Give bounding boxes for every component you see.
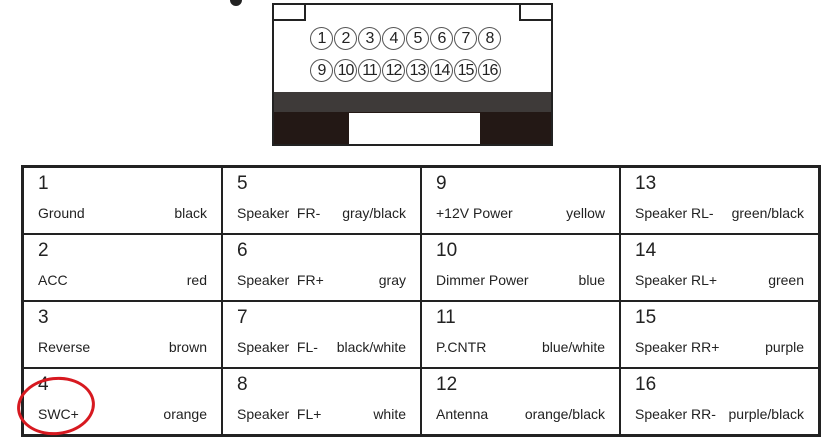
pin-number: 14 <box>635 240 657 261</box>
pin-circle: 16 <box>478 59 501 82</box>
wire-color: blue <box>578 272 605 288</box>
pin-function: Speaker FL+ <box>237 406 322 422</box>
pin-circle: 10 <box>334 59 357 82</box>
pin-function: Reverse <box>38 339 91 355</box>
pin-circle: 14 <box>430 59 453 82</box>
pin-cell: 10 Dimmer Power blue <box>421 234 620 301</box>
pin-number: 9 <box>436 173 447 194</box>
partial-mark <box>230 0 242 6</box>
pin-circle: 13 <box>406 59 429 82</box>
pin-function: SWC+ <box>38 406 79 422</box>
pin-function: Speaker RL- <box>635 205 714 221</box>
pin-circle: 5 <box>406 27 429 50</box>
connector-notch-right <box>519 3 553 21</box>
wire-color: purple/black <box>728 406 805 422</box>
pin-function: Speaker RL+ <box>635 272 718 288</box>
pin-circle: 15 <box>454 59 477 82</box>
pin-cell: 1 Ground black <box>23 167 222 234</box>
pin-cell: 9 +12V Power yellow <box>421 167 620 234</box>
pin-cell: 5 Speaker FR- gray/black <box>222 167 421 234</box>
pin-function: P.CNTR <box>436 339 487 355</box>
pin-function: Speaker RR- <box>635 406 716 422</box>
wire-color: black <box>174 205 207 221</box>
wire-color: purple <box>765 339 804 355</box>
pin-function: Speaker FR+ <box>237 272 324 288</box>
pin-cell: 13 Speaker RL- green/black <box>620 167 819 234</box>
pin-circle: 3 <box>358 27 381 50</box>
wire-color: green/black <box>731 205 804 221</box>
pin-function: Speaker FL- <box>237 339 318 355</box>
pin-number: 10 <box>436 240 458 261</box>
pin-number: 3 <box>38 307 49 328</box>
pin-circle: 12 <box>382 59 405 82</box>
pin-cell: 11 P.CNTR blue/white <box>421 301 620 368</box>
pin-cell: 3 Reverse brown <box>23 301 222 368</box>
pin-cell: 6 Speaker FR+ gray <box>222 234 421 301</box>
pin-function: Ground <box>38 205 85 221</box>
wire-color: yellow <box>566 205 605 221</box>
pin-circle: 9 <box>310 59 333 82</box>
pin-function: Speaker RR+ <box>635 339 720 355</box>
wire-color: blue/white <box>541 339 605 355</box>
connector-band <box>274 92 551 112</box>
pin-number: 8 <box>237 374 248 395</box>
pin-cell: 14 Speaker RL+ green <box>620 234 819 301</box>
pin-number: 1 <box>38 173 49 194</box>
connector-slot <box>349 113 480 144</box>
pin-circle: 11 <box>358 59 381 82</box>
pin-circle: 2 <box>334 27 357 50</box>
wire-color: black/white <box>336 339 406 355</box>
pin-cell: 2 ACC red <box>23 234 222 301</box>
pin-cell: 16 Speaker RR- purple/black <box>620 368 819 435</box>
wire-color: green <box>768 272 804 288</box>
pin-function: +12V Power <box>436 205 513 221</box>
pin-number: 6 <box>237 240 248 261</box>
pin-number: 13 <box>635 173 657 194</box>
wire-color: orange <box>163 406 207 422</box>
wire-color: gray <box>378 272 406 288</box>
pin-function: Dimmer Power <box>436 272 529 288</box>
pin-cell: 12 Antenna orange/black <box>421 368 620 435</box>
connector-notch-left <box>272 3 306 21</box>
pin-circle: 4 <box>382 27 405 50</box>
pin-function: ACC <box>38 272 68 288</box>
pin-function: Antenna <box>436 406 489 422</box>
pin-number: 11 <box>436 307 456 328</box>
pin-circle: 1 <box>310 27 333 50</box>
pin-function: Speaker FR- <box>237 205 321 221</box>
pin-circle: 8 <box>478 27 501 50</box>
pin-number: 5 <box>237 173 248 194</box>
wire-color: red <box>186 272 207 288</box>
wire-color: orange/black <box>524 406 605 422</box>
pin-cell: 4 SWC+ orange <box>23 368 222 435</box>
pin-number: 15 <box>635 307 657 328</box>
pin-number: 16 <box>635 374 657 395</box>
pin-number: 2 <box>38 240 49 261</box>
pin-cell: 15 Speaker RR+ purple <box>620 301 819 368</box>
pin-cell: 8 Speaker FL+ white <box>222 368 421 435</box>
wire-color: gray/black <box>342 205 406 221</box>
pin-circle: 6 <box>430 27 453 50</box>
pin-cell: 7 Speaker FL- black/white <box>222 301 421 368</box>
pin-number: 4 <box>38 374 49 395</box>
pin-circle: 7 <box>454 27 477 50</box>
wire-color: white <box>373 406 406 422</box>
pin-number: 7 <box>237 307 248 328</box>
pin-number: 12 <box>436 374 458 395</box>
wire-color: brown <box>168 339 207 355</box>
